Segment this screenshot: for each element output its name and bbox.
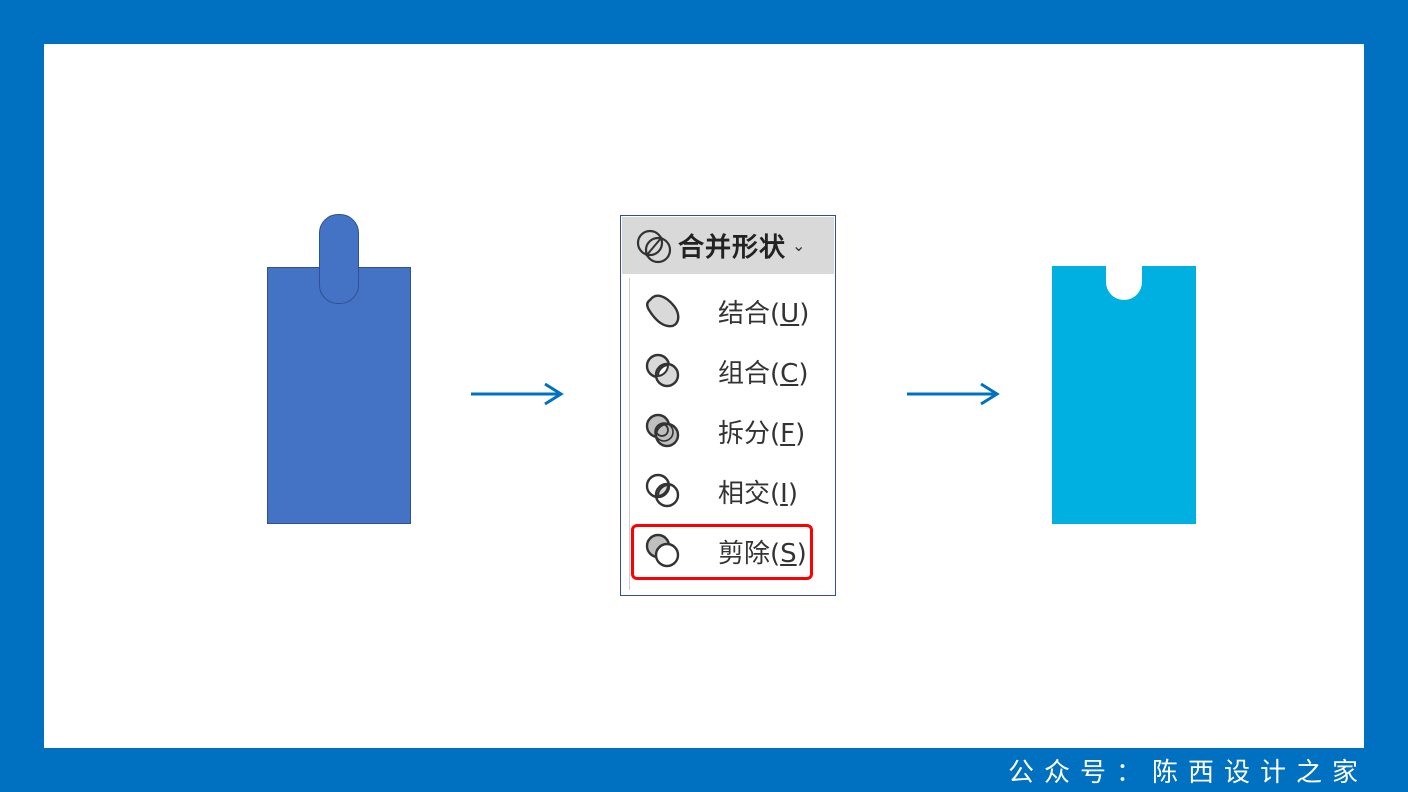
merge-shapes-icon: [636, 229, 672, 263]
footer-credit: 公众号：陈西设计之家: [1007, 758, 1368, 788]
source-rectangle: [267, 267, 411, 524]
merge-shapes-menu: 合并形状 ⌄ 结合(U) 组合(C): [620, 215, 836, 596]
merge-shapes-header[interactable]: 合并形状 ⌄: [622, 217, 834, 274]
menu-item-intersect[interactable]: 相交(I): [634, 464, 822, 518]
intersect-icon: [645, 473, 680, 508]
arrow-right-icon: [471, 382, 564, 406]
subtract-icon: [645, 533, 680, 568]
chevron-down-icon: ⌄: [792, 236, 806, 255]
slide-canvas: 合并形状 ⌄ 结合(U) 组合(C): [44, 44, 1364, 748]
menu-item-combine[interactable]: 组合(C): [634, 344, 822, 398]
menu-items: 结合(U) 组合(C) 拆分(F): [629, 278, 830, 590]
subtract-highlight-box: [631, 524, 813, 580]
fragment-icon: [645, 413, 680, 448]
menu-item-union[interactable]: 结合(U): [634, 284, 822, 338]
arrow-right-icon: [907, 382, 1000, 406]
union-icon: [646, 294, 680, 328]
menu-item-fragment[interactable]: 拆分(F): [634, 404, 822, 458]
source-rounded-pill: [319, 214, 359, 304]
menu-item-subtract[interactable]: 剪除(S): [634, 524, 822, 578]
source-shapes: [267, 214, 411, 524]
merge-shapes-title: 合并形状: [678, 233, 787, 263]
combine-icon: [645, 353, 680, 388]
result-shape: [1052, 266, 1196, 524]
